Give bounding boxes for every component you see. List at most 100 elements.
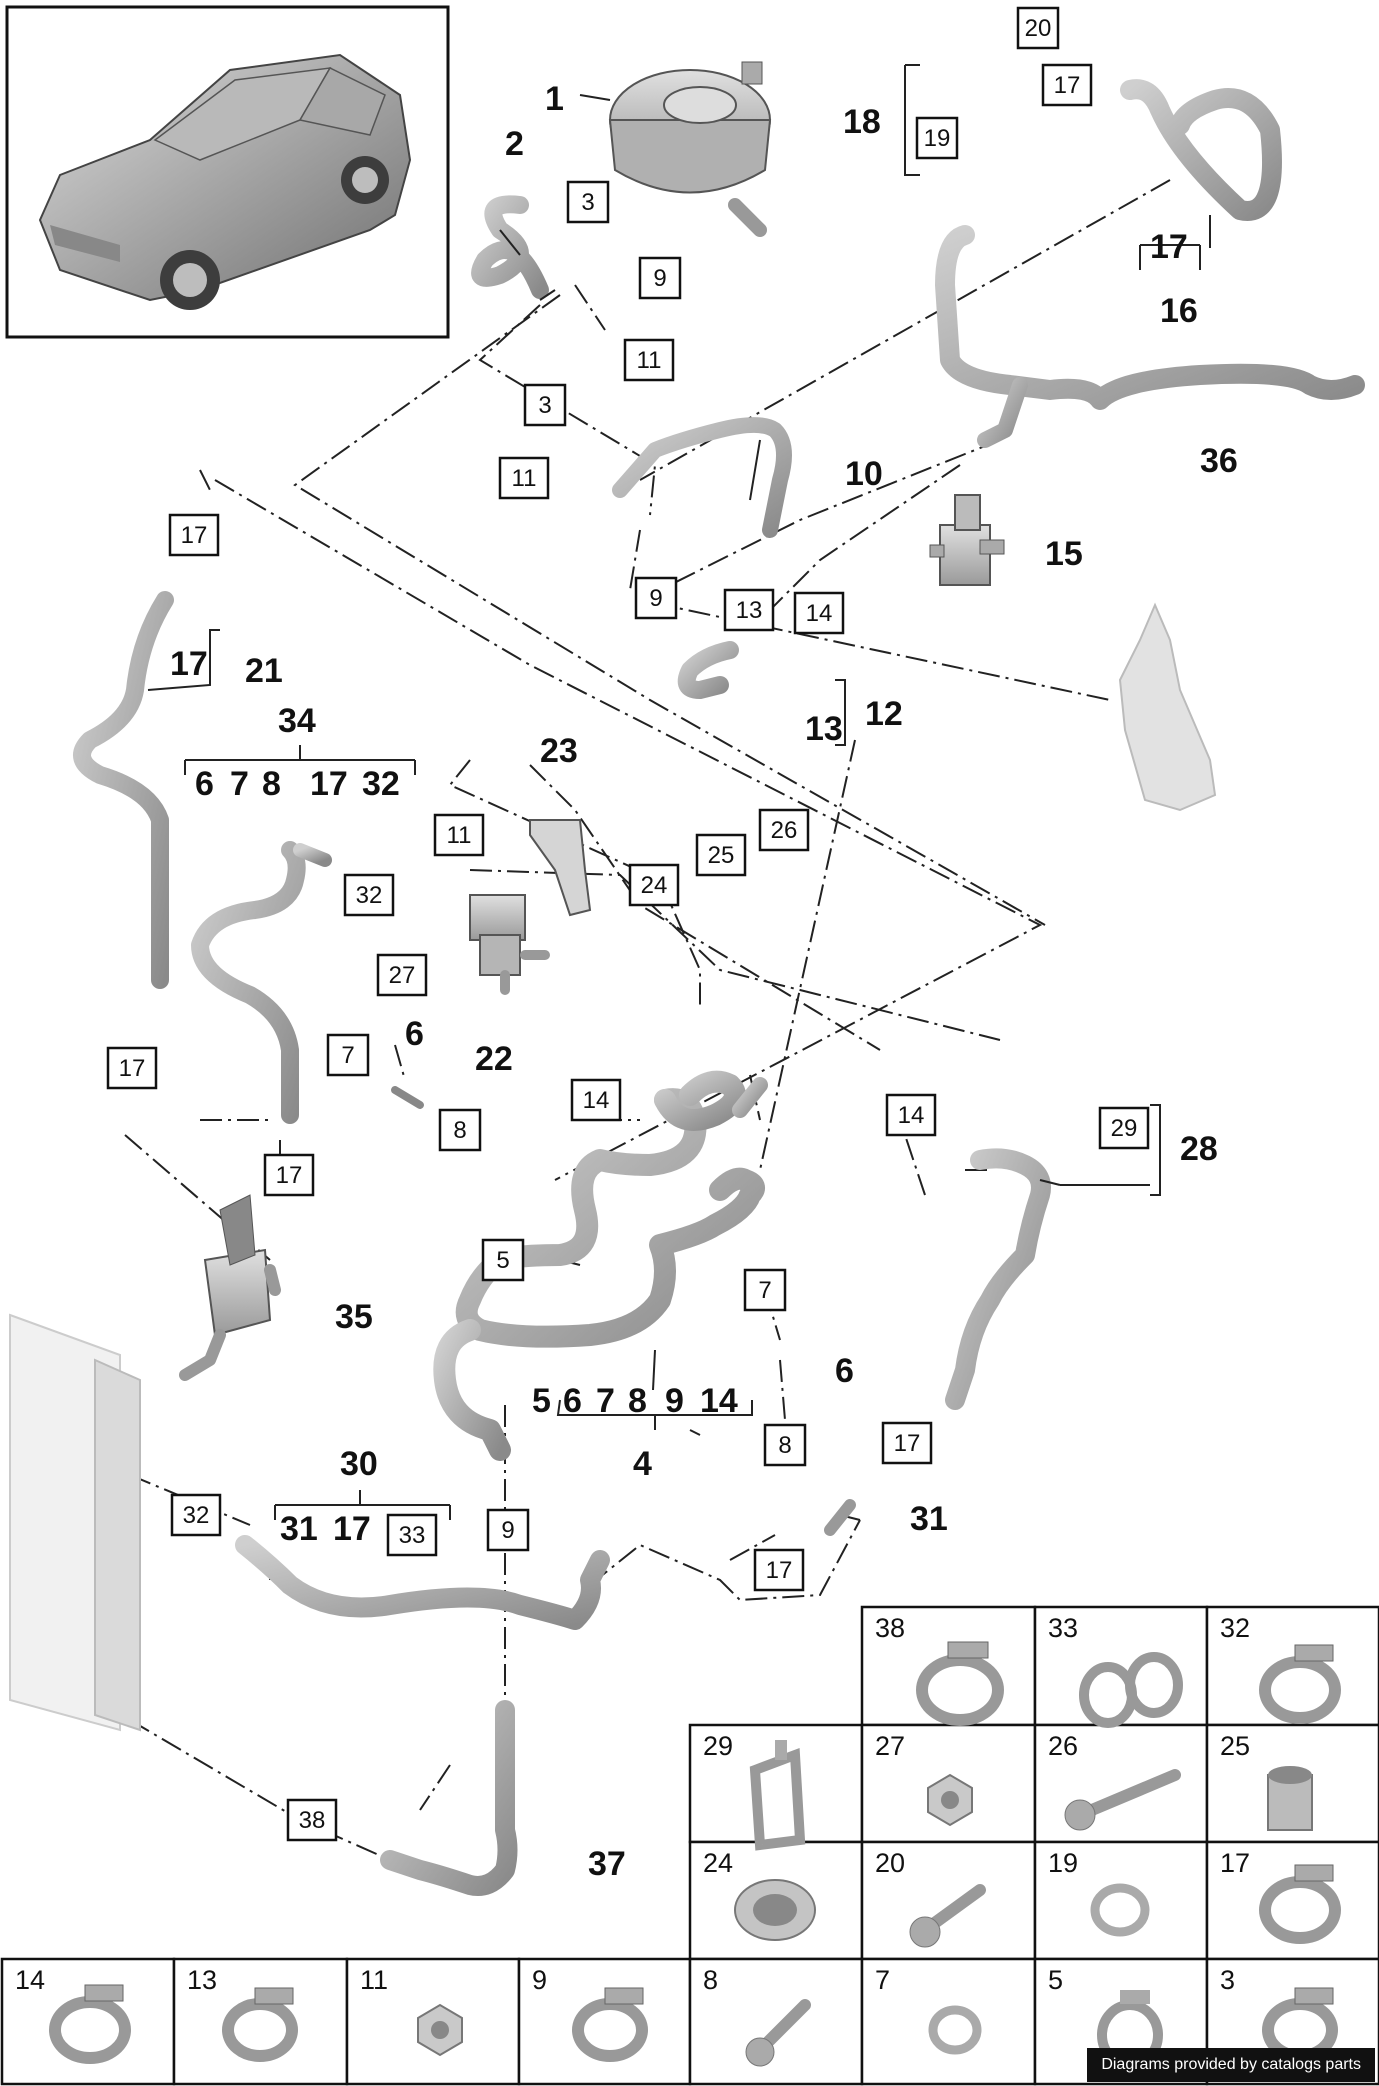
box-17-b: 17 — [168, 513, 220, 557]
valve-22 — [469, 894, 550, 995]
svg-text:3: 3 — [538, 392, 551, 419]
legend-label-9: 9 — [532, 1965, 547, 1995]
svg-text:7: 7 — [341, 1042, 354, 1069]
legend-label-25: 25 — [1220, 1731, 1250, 1761]
legend-label-29: 29 — [703, 1731, 733, 1761]
svg-text:17: 17 — [894, 1430, 921, 1457]
legend-label-11: 11 — [360, 1965, 388, 1995]
legend-label-38: 38 — [875, 1613, 905, 1643]
legend-label-27: 27 — [875, 1731, 905, 1761]
legend-label-32: 32 — [1220, 1613, 1250, 1643]
box-29: 29 — [1098, 1106, 1150, 1150]
bolt-icon — [745, 1999, 811, 2067]
grouping-brackets — [147, 64, 1211, 1520]
box-17-top: 17 — [1041, 63, 1093, 107]
box-33: 33 — [386, 1513, 438, 1557]
box-17-f: 17 — [753, 1548, 805, 1592]
svg-text:17: 17 — [1054, 72, 1081, 99]
legend-label-8: 8 — [703, 1965, 718, 1995]
legend-label-20: 20 — [875, 1848, 905, 1878]
box-17-d: 17 — [263, 1153, 315, 1197]
svg-text:5: 5 — [496, 1247, 509, 1274]
callout-2: 2 — [505, 125, 524, 163]
box-14-b: 14 — [570, 1078, 622, 1122]
hose-clamp-icon — [222, 1987, 298, 2062]
callout-34: 34 — [278, 702, 316, 740]
svg-text:9: 9 — [653, 265, 666, 292]
svg-text:9: 9 — [501, 1517, 514, 1544]
group30-item-17: 17 — [333, 1510, 371, 1548]
group34-item-7: 7 — [230, 765, 249, 803]
box-25: 25 — [695, 833, 747, 877]
callout-21: 21 — [245, 652, 283, 690]
svg-text:26: 26 — [771, 817, 798, 844]
box-7-a: 7 — [326, 1033, 370, 1077]
box-9-a: 9 — [638, 256, 682, 300]
box-11-c: 11 — [433, 813, 485, 857]
svg-text:14: 14 — [806, 600, 833, 627]
svg-text:8: 8 — [778, 1432, 791, 1459]
svg-text:14: 14 — [583, 1087, 610, 1114]
o-ring-icon — [1090, 1883, 1150, 1937]
legend-label-26: 26 — [1048, 1731, 1078, 1761]
legend-label-24: 24 — [703, 1848, 733, 1878]
svg-text:29: 29 — [1111, 1115, 1138, 1142]
group4-item-8: 8 — [628, 1382, 647, 1420]
components — [9, 61, 1365, 1896]
svg-text:20: 20 — [1025, 15, 1052, 42]
callout-37: 37 — [588, 1845, 626, 1883]
boxed-callouts: 20 17 19 3 9 11 3 11 17 9 13 14 26 25 11… — [106, 6, 1150, 1842]
svg-text:25: 25 — [708, 842, 735, 869]
svg-text:24: 24 — [641, 872, 668, 899]
hose-clamp-icon — [49, 1984, 131, 2064]
legend-label-7: 7 — [875, 1965, 890, 1995]
group34-item-6: 6 — [195, 765, 214, 803]
callout-6: 6 — [405, 1015, 424, 1053]
legend-label-5: 5 — [1048, 1965, 1063, 1995]
callout-10: 10 — [845, 455, 883, 493]
box-11-a: 11 — [623, 338, 675, 382]
callout-17-group21: 17 — [170, 645, 208, 683]
group30-item-31: 31 — [280, 1510, 318, 1548]
bracket-clip-icon — [749, 1740, 806, 1851]
callout-22: 22 — [475, 1040, 513, 1078]
bolt-icon — [1064, 1769, 1181, 1831]
svg-text:27: 27 — [389, 962, 416, 989]
group34-item-17: 17 — [310, 765, 348, 803]
callout-12: 12 — [865, 695, 903, 733]
svg-text:17: 17 — [766, 1557, 793, 1584]
box-7-b: 7 — [743, 1268, 787, 1312]
svg-text:11: 11 — [637, 347, 662, 374]
callout-4: 4 — [633, 1445, 652, 1483]
callout-1: 1 — [545, 80, 564, 118]
radiator — [9, 1313, 141, 1732]
svg-text:11: 11 — [447, 822, 472, 849]
legend-label-3: 3 — [1220, 1965, 1235, 1995]
box-20: 20 — [1016, 6, 1060, 50]
parts-legend: 38 33 32 29 27 26 25 24 20 19 17 14 13 1… — [0, 1605, 1379, 2086]
box-9-c: 9 — [486, 1508, 530, 1552]
spacer-sleeve-icon — [1267, 1766, 1313, 1831]
box-38: 38 — [286, 1798, 338, 1842]
svg-text:33: 33 — [399, 1522, 426, 1549]
hose-clamp-icon — [1259, 1864, 1341, 1944]
box-24: 24 — [628, 863, 680, 907]
svg-text:32: 32 — [356, 882, 383, 909]
box-17-c: 17 — [106, 1046, 158, 1090]
callout-13-group12: 13 — [805, 710, 843, 748]
callout-16: 16 — [1160, 292, 1198, 330]
svg-text:14: 14 — [898, 1102, 925, 1129]
svg-text:8: 8 — [453, 1117, 466, 1144]
group4-item-14: 14 — [700, 1382, 738, 1420]
screw-icon — [909, 1884, 986, 1948]
callout-6-b: 6 — [835, 1352, 854, 1390]
box-32-b: 32 — [170, 1493, 222, 1537]
legend-label-33: 33 — [1048, 1613, 1078, 1643]
legend-label-17: 17 — [1220, 1848, 1250, 1878]
valve-15 — [929, 494, 1005, 586]
svg-text:19: 19 — [924, 125, 951, 152]
svg-text:17: 17 — [276, 1162, 303, 1189]
attribution-footer: Diagrams provided by catalogs parts — [1087, 2048, 1375, 2082]
group34-item-8: 8 — [262, 765, 281, 803]
group4-item-7: 7 — [596, 1382, 615, 1420]
